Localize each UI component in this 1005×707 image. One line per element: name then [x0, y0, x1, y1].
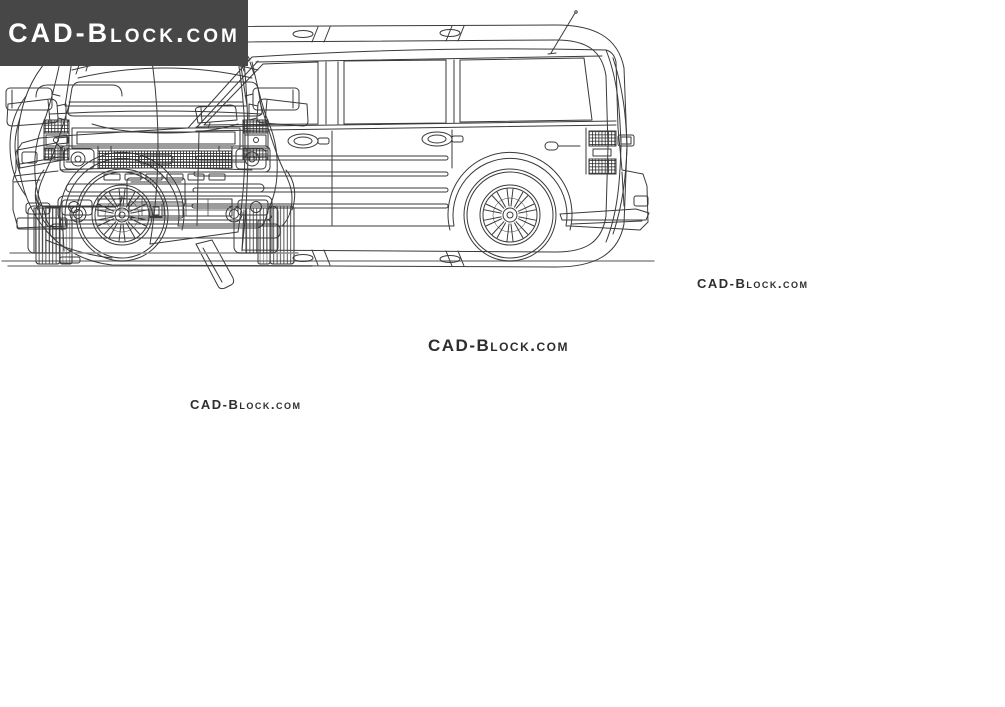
watermark-center: CAD-Block.com: [428, 336, 569, 355]
watermark-front-view: CAD-Block.com: [697, 276, 809, 291]
rear-left-taillight: [43, 119, 70, 161]
logo-text: CAD-Block.com: [8, 17, 240, 48]
rear-view-drawing: [5, 9, 300, 254]
top-tailgate-seams: [605, 49, 628, 243]
rear-right-mirror: [244, 87, 300, 111]
top-door-handles: [292, 29, 461, 263]
front-lower-grille-slots: [103, 173, 226, 181]
rear-right-taillight: [242, 119, 269, 161]
front-door-handle: [287, 133, 330, 149]
side-mirror: [194, 104, 238, 129]
rear-tailgate: [59, 127, 253, 171]
rear-right-tire: [233, 205, 279, 254]
rear-left-reflector: [69, 205, 87, 223]
side-rear-wheel: [463, 168, 557, 262]
watermark-top-view: CAD-Block.com: [190, 397, 302, 412]
top-pillar-marks: [311, 25, 465, 267]
rear-tailgate-handle: [138, 154, 174, 165]
rear-left-tire: [27, 205, 73, 254]
cad-block-logo: CAD-Block.com: [0, 0, 248, 66]
top-antenna: [544, 141, 581, 151]
front-windshield: [67, 81, 263, 117]
side-antenna: [547, 10, 578, 55]
side-rear-bumper: [559, 171, 650, 225]
rear-left-mirror: [5, 87, 61, 111]
rear-bumper: [45, 201, 267, 229]
rear-hitch: [128, 201, 184, 219]
top-hood-seams: [35, 84, 123, 208]
rear-window: [64, 59, 248, 107]
rear-body-sides: [34, 61, 278, 219]
front-bumper-lip: [65, 183, 265, 193]
side-taillight: [585, 127, 635, 175]
rear-door-handle: [421, 131, 464, 147]
